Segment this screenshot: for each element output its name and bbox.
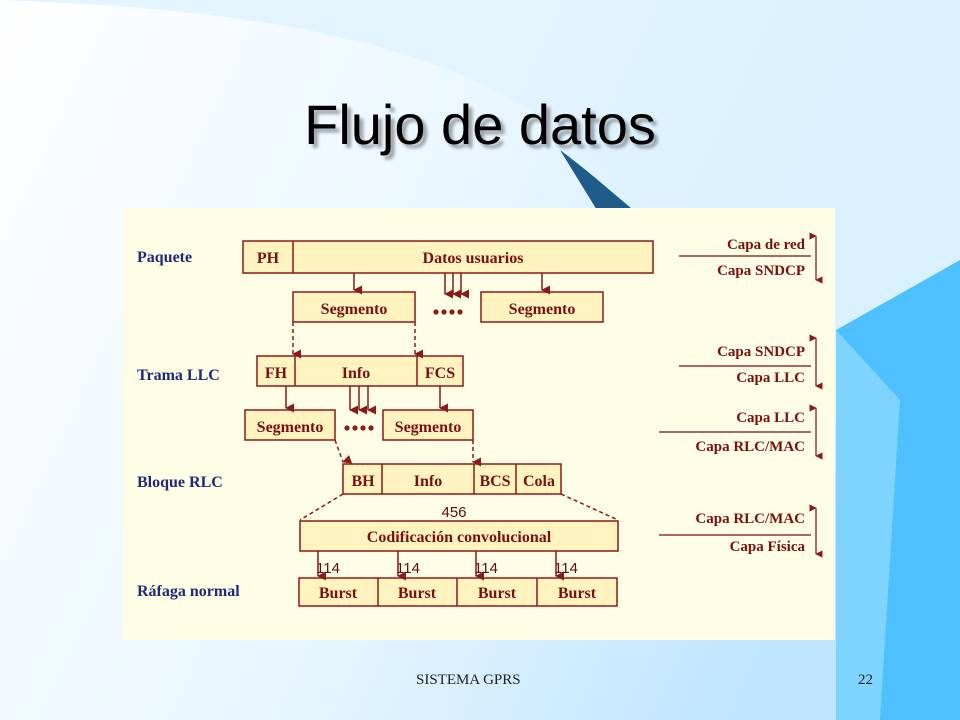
- diagram-background: [123, 208, 835, 640]
- trama-info-field: Info: [342, 365, 370, 382]
- cola-field: Cola: [523, 473, 555, 490]
- burst-1-bits: 114: [316, 560, 340, 577]
- segmento-lower-1-label: Segmento: [257, 419, 324, 436]
- segmento-lower-2: [382, 409, 474, 441]
- row-label-paquete: Paquete: [137, 249, 192, 266]
- burst-row-box: [298, 577, 618, 607]
- row-label-trama-llc: Trama LLC: [137, 367, 220, 384]
- layer-2-upper: Capa SNDCP: [717, 344, 805, 360]
- layer-4-lower: Capa Física: [730, 539, 806, 555]
- footer-title: SISTEMA GPRS: [416, 672, 521, 688]
- codificacion-label: Codificación convolucional: [367, 529, 552, 546]
- layer-2-lower: Capa LLC: [736, 370, 805, 386]
- layer-1-lower: Capa SNDCP: [717, 263, 805, 279]
- page-number: 22: [858, 672, 873, 688]
- trama-llc-box: [256, 355, 464, 387]
- segmento-lower-2-label: Segmento: [395, 419, 462, 436]
- bcs-field: BCS: [479, 473, 510, 490]
- segmento-upper-1-label: Segmento: [321, 301, 388, 318]
- layer-3-lower: Capa RLC/MAC: [695, 439, 805, 455]
- bloque-info-field: Info: [414, 473, 442, 490]
- burst-4-label: Burst: [558, 585, 597, 602]
- datos-usuarios-field: Datos usuarios: [423, 250, 524, 267]
- segmento-upper-1: [292, 291, 416, 323]
- slide-title: Flujo de datos: [304, 93, 656, 156]
- row-label-bloque-rlc: Bloque RLC: [137, 474, 223, 491]
- layer-interfaces: Capa de red Capa SNDCP Capa SNDCP Capa L…: [659, 232, 823, 558]
- burst-3-bits: 114: [474, 560, 498, 577]
- row-label-rafaga-normal: Ráfaga normal: [137, 583, 240, 600]
- segmento-upper-2: [480, 291, 604, 323]
- fh-field: FH: [265, 365, 288, 382]
- ellipsis-dots: [344, 309, 463, 431]
- ph-field: PH: [257, 250, 280, 267]
- codificacion-box: [299, 520, 619, 552]
- bh-field: BH: [351, 473, 375, 490]
- bits-total-label: 456: [441, 504, 466, 521]
- segmento-upper-2-label: Segmento: [509, 301, 576, 318]
- fcs-field: FCS: [425, 365, 455, 382]
- burst-4-bits: 114: [554, 560, 578, 577]
- burst-2-bits: 114: [396, 560, 420, 577]
- data-flow-diagram: Paquete Trama LLC Bloque RLC Ráfaga norm…: [123, 208, 835, 640]
- segmento-lower-1: [244, 409, 336, 441]
- burst-1-label: Burst: [319, 585, 358, 602]
- layer-3-upper: Capa LLC: [736, 410, 805, 426]
- bloque-rlc-box: [342, 463, 562, 495]
- paquete-box: [242, 240, 654, 274]
- layer-4-upper: Capa RLC/MAC: [695, 511, 805, 527]
- burst-2-label: Burst: [398, 585, 437, 602]
- layer-1-upper: Capa de red: [727, 237, 806, 253]
- burst-3-label: Burst: [478, 585, 517, 602]
